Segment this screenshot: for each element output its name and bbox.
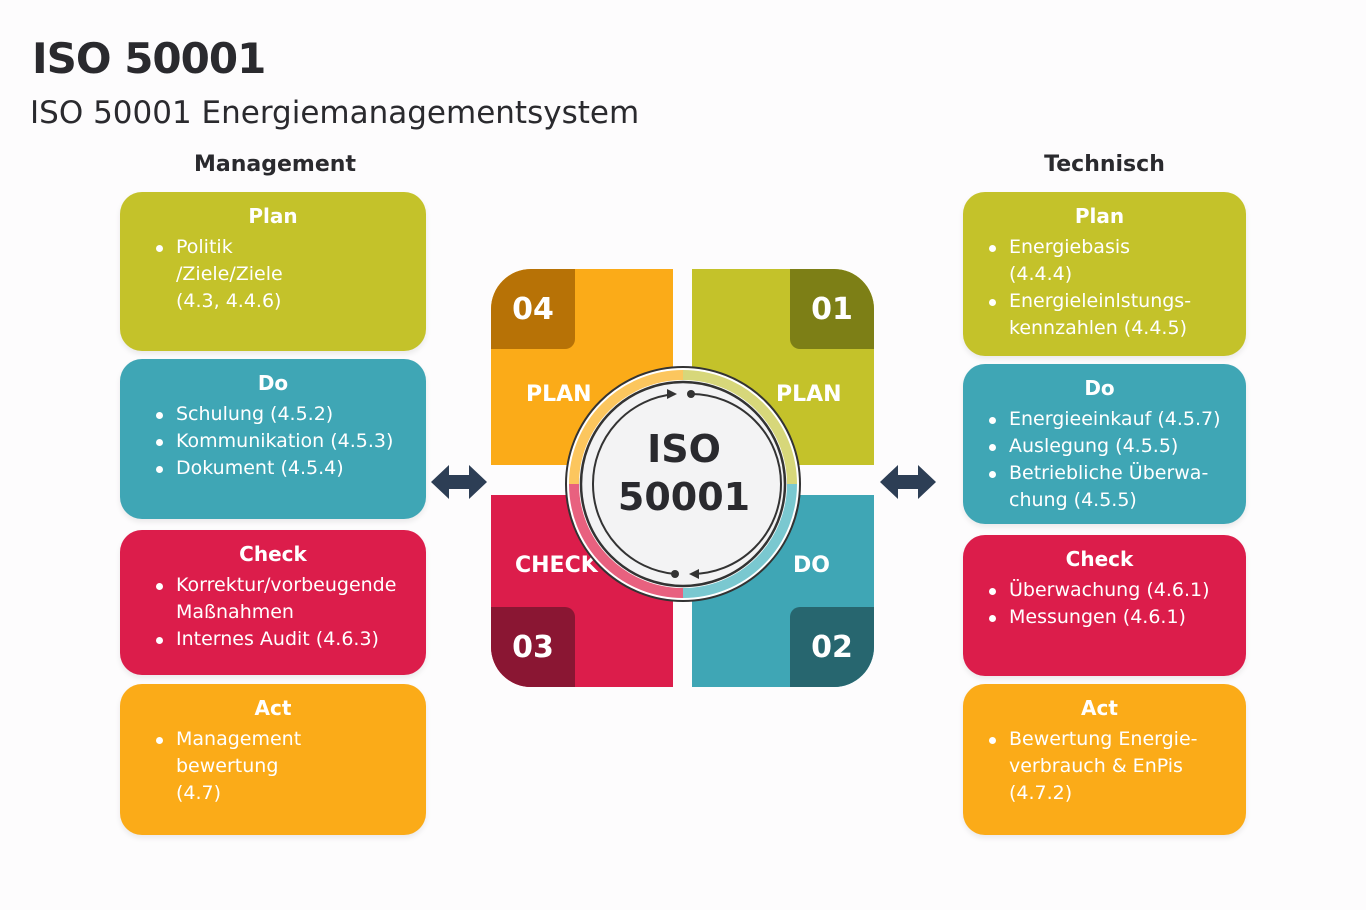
list-item: Energieleinlstungs- kennzahlen (4.4.5) <box>987 288 1232 342</box>
box-list: Management bewertung (4.7) <box>154 726 412 807</box>
page-subtitle: ISO 50001 Energiemanagementsystem <box>30 95 640 131</box>
box-title: Act <box>254 696 292 720</box>
box-title: Do <box>257 371 289 395</box>
list-item: Energieeinkauf (4.5.7) <box>987 406 1232 433</box>
box-list: Überwachung (4.6.1)Messungen (4.6.1) <box>987 577 1232 631</box>
box-list: Schulung (4.5.2)Kommunikation (4.5.3)Dok… <box>154 401 412 482</box>
quadrant-label: PLAN <box>526 382 592 407</box>
quadrant-label: DO <box>793 553 830 578</box>
center-line-1: ISO <box>647 427 721 471</box>
box-list: Bewertung Energie- verbrauch & EnPis (4.… <box>987 726 1232 807</box>
box-title: Plan <box>248 204 298 228</box>
box-list: Politik /Ziele/Ziele (4.3, 4.4.6) <box>154 234 412 315</box>
list-item: Überwachung (4.6.1) <box>987 577 1232 604</box>
list-item: Schulung (4.5.2) <box>154 401 412 428</box>
cycle-ring <box>565 366 801 602</box>
box-title: Plan <box>1074 204 1125 228</box>
box-list: Energieeinkauf (4.5.7)Auslegung (4.5.5)B… <box>987 406 1232 514</box>
list-item: Energiebasis (4.4.4) <box>987 234 1232 288</box>
step-number: 01 <box>790 269 874 349</box>
step-number: 04 <box>491 269 575 349</box>
list-item: Bewertung Energie- verbrauch & EnPis (4.… <box>987 726 1232 807</box>
technisch-heading: Technisch <box>1044 152 1165 177</box>
list-item: Korrektur/vorbeugende Maßnahmen <box>154 572 412 626</box>
list-item: Dokument (4.5.4) <box>154 455 412 482</box>
list-item: Auslegung (4.5.5) <box>987 433 1232 460</box>
page-title: ISO 50001 <box>32 34 266 83</box>
quadrant-label: CHECK <box>515 553 598 578</box>
step-number: 03 <box>491 607 575 687</box>
list-item: Politik /Ziele/Ziele (4.3, 4.4.6) <box>154 234 412 315</box>
box-title: Do <box>1084 376 1115 400</box>
double-arrow-left-icon <box>431 465 487 499</box>
list-item: Messungen (4.6.1) <box>987 604 1232 631</box>
list-item: Betriebliche Überwa- chung (4.5.5) <box>987 460 1232 514</box>
quadrant-label: PLAN <box>776 382 842 407</box>
box-list: Energiebasis (4.4.4)Energieleinlstungs- … <box>987 234 1232 342</box>
box-title: Check <box>1065 547 1134 571</box>
center-line-2: 50001 <box>617 475 751 519</box>
management-heading: Management <box>194 152 356 177</box>
box-title: Check <box>239 542 307 566</box>
double-arrow-right-icon <box>880 465 936 499</box>
list-item: Internes Audit (4.6.3) <box>154 626 412 653</box>
center-label: ISO 50001 <box>571 425 797 521</box>
box-title: Act <box>1081 696 1118 720</box>
step-number: 02 <box>790 607 874 687</box>
list-item: Kommunikation (4.5.3) <box>154 428 412 455</box>
list-item: Management bewertung (4.7) <box>154 726 412 807</box>
